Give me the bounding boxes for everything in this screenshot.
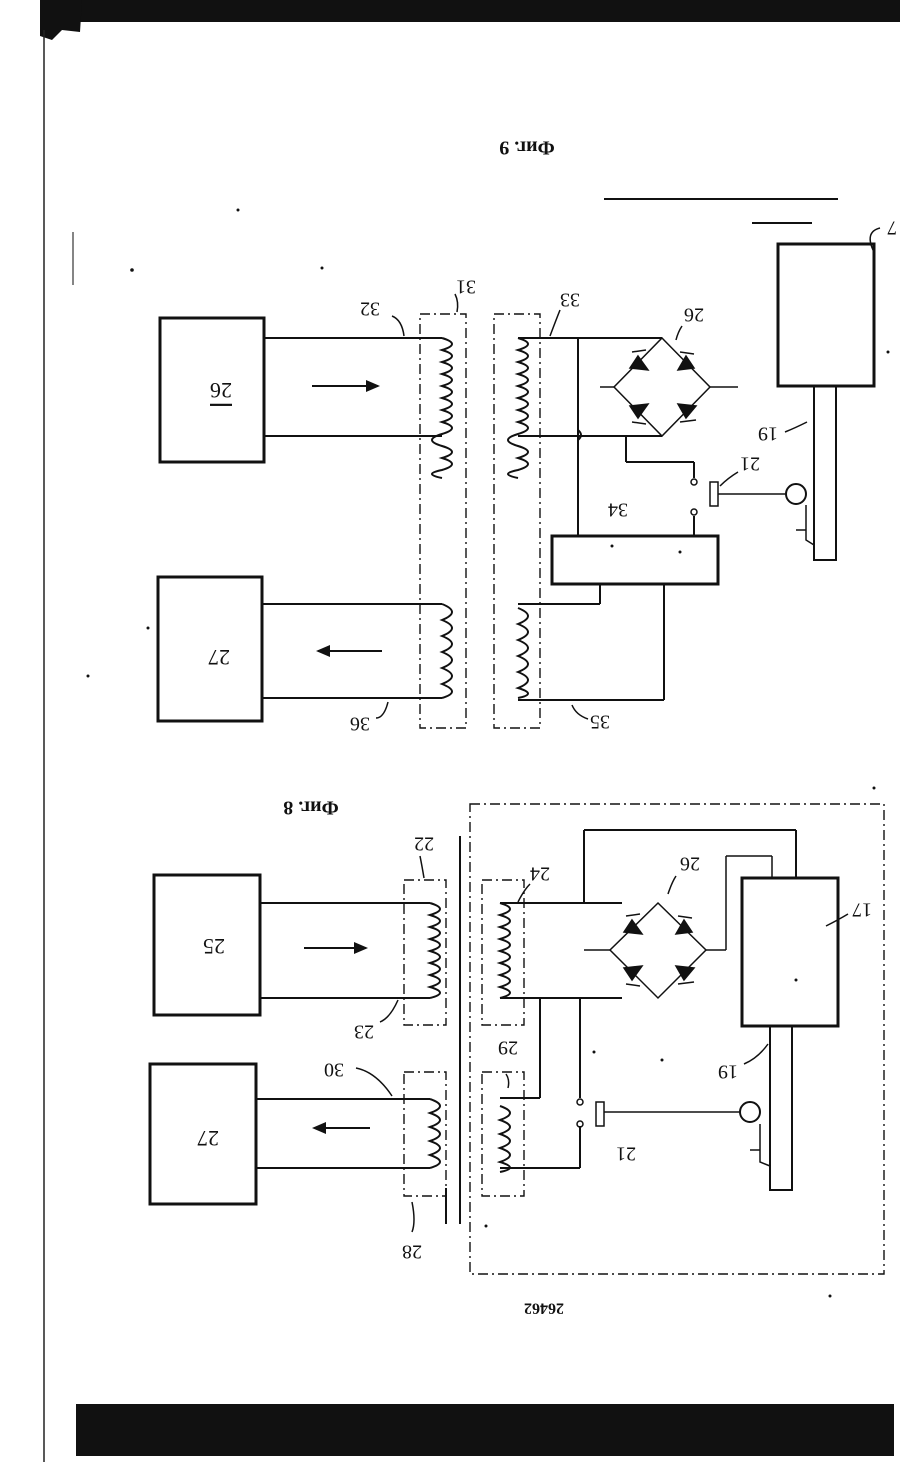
fig8-core-29 [482, 1072, 524, 1196]
fig9-switch-21-actuator [710, 482, 718, 506]
fig9-label-35: 35 [590, 710, 610, 732]
fig8-coil-29 [500, 1106, 510, 1172]
fig9-label-32: 32 [360, 297, 380, 319]
figure-8: Фиг. 8 25 27 [150, 796, 884, 1274]
figure-9: Фиг. 9 26 27 [158, 136, 897, 734]
fig9-label-34: 34 [608, 498, 628, 520]
fig9-coil-32 [432, 338, 452, 478]
fig8-label-24: 24 [530, 862, 550, 884]
fig9-label-26: 26 [684, 303, 704, 325]
fig9-block-7 [778, 244, 874, 386]
fig9-block-26-label: 26 [210, 378, 232, 403]
fig8-caption: Фиг. 8 [283, 796, 339, 818]
fig8-label-21: 21 [616, 1142, 636, 1164]
fig9-caption: Фиг. 9 [499, 136, 555, 158]
fig9-rod-19 [796, 386, 836, 560]
fig8-coil-30 [430, 1099, 440, 1168]
fig8-core-22 [404, 880, 446, 1025]
fig8-block-17 [742, 878, 838, 1026]
fig9-arrow-left [316, 645, 382, 657]
fig8-label-30: 30 [324, 1058, 344, 1080]
fig8-label-22: 22 [414, 832, 434, 854]
fig9-rectifier-bridge-26 [600, 338, 738, 436]
fig9-label-33: 33 [560, 288, 580, 310]
fig8-arrow-right [304, 942, 368, 954]
fig9-core-33 [494, 314, 540, 728]
fig9-coil-33 [508, 338, 528, 478]
fig9-label-36: 36 [350, 712, 370, 734]
fig9-block-27-label: 27 [208, 645, 230, 670]
page-number: 26462 [524, 1299, 564, 1316]
fig8-label-19: 19 [718, 1060, 738, 1082]
fig8-coil-23 [430, 903, 440, 998]
fig8-arrow-left [312, 1122, 370, 1134]
fig8-label-26: 26 [680, 852, 700, 874]
fig9-coil-36 [442, 604, 452, 698]
fig9-coil-35 [518, 608, 528, 698]
fig8-block-27-label: 27 [197, 1126, 219, 1151]
fig9-label-7: 7 [887, 216, 897, 238]
top-black-band [40, 0, 900, 22]
fig9-label-19: 19 [758, 422, 778, 444]
fig8-label-17: 17 [852, 898, 872, 920]
fig8-block-25-label: 25 [203, 934, 225, 959]
fig8-switch-21-actuator [596, 1102, 604, 1126]
fig9-block-34 [552, 536, 718, 584]
fig8-label-28: 28 [402, 1240, 422, 1262]
fig9-arrow-right [312, 380, 380, 392]
fig9-core-31 [420, 314, 466, 728]
fig8-coil-24 [500, 903, 510, 998]
fig9-label-31: 31 [456, 275, 476, 297]
bottom-black-band [76, 1404, 894, 1456]
fig8-label-29: 29 [498, 1036, 518, 1058]
fig9-cam-roller [786, 484, 806, 504]
fig8-label-23: 23 [354, 1020, 374, 1042]
top-left-scan-blot [40, 0, 82, 40]
fig9-label-21: 21 [740, 452, 760, 474]
fig8-rod-19 [750, 1026, 792, 1190]
fig8-cam-roller [740, 1102, 760, 1122]
